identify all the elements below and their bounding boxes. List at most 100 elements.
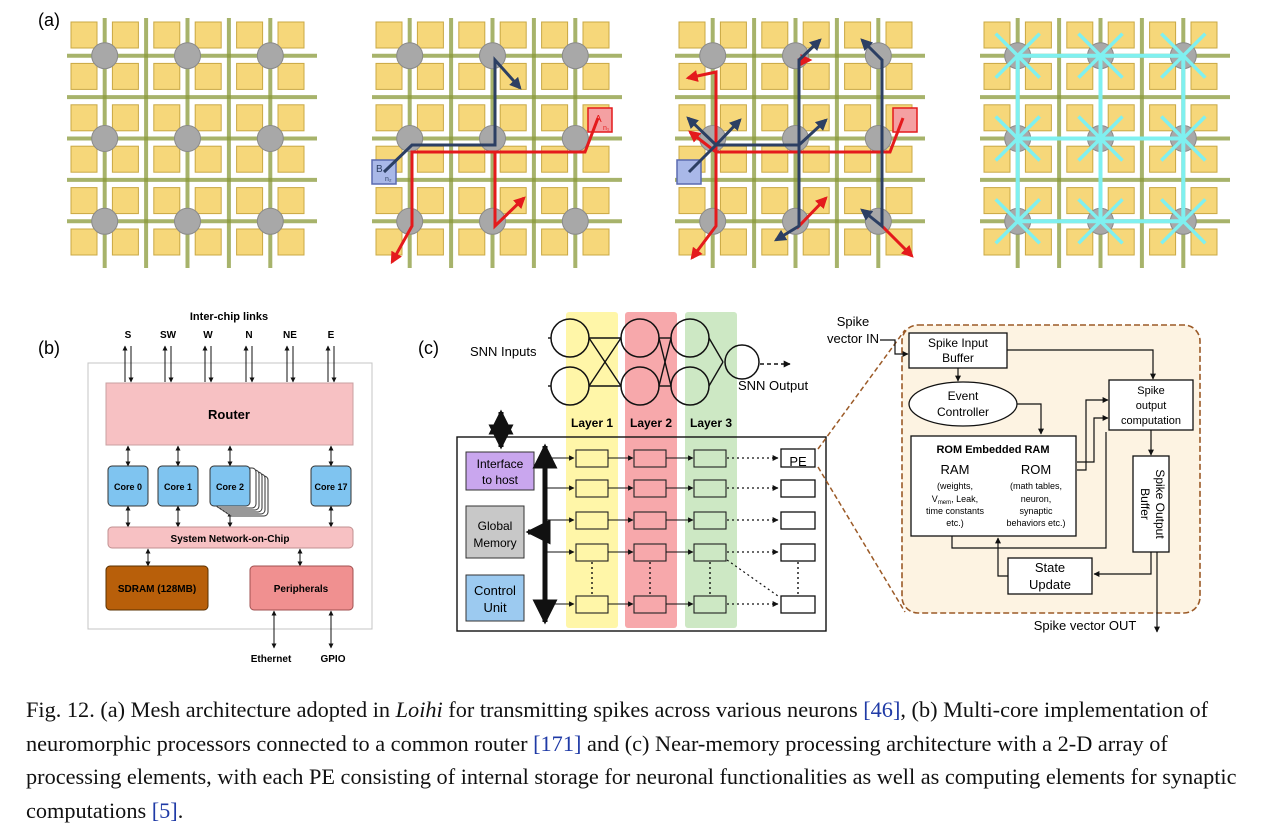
processing-tile [499, 145, 527, 173]
processing-tile [458, 62, 486, 90]
router-label: Router [208, 407, 250, 422]
rom-detail-3: synaptic [1019, 506, 1053, 516]
ram-detail-2: Vmem, Leak, [932, 494, 978, 506]
processing-tile [678, 187, 706, 215]
global-memory-label-1: Global [478, 519, 513, 533]
pe-cell [693, 449, 727, 468]
processing-tile [111, 187, 139, 215]
router-box [105, 382, 354, 446]
endpoint-a-tile [892, 107, 918, 133]
processing-tile [541, 104, 569, 132]
processing-tile [541, 62, 569, 90]
rom-detail-4: behaviors etc.) [1006, 518, 1065, 528]
router-node [782, 207, 809, 235]
processing-tile [153, 21, 181, 49]
ram-label: RAM [941, 462, 970, 477]
direction-label-sw: SW [160, 330, 177, 341]
router-node [91, 207, 119, 235]
spike-output-computation-box [1108, 379, 1194, 431]
red-multicast-path-2 [690, 152, 718, 260]
pe-output-cell [780, 448, 816, 468]
processing-tile [111, 62, 139, 90]
processing-tile [458, 228, 486, 256]
red-path-2 [493, 152, 526, 230]
processing-tile [70, 228, 98, 256]
broadcast-spoke [994, 198, 1041, 245]
processing-tile [802, 228, 830, 256]
core-1-label: Core 1 [164, 482, 192, 492]
processing-tile [761, 21, 789, 49]
processing-tile [678, 228, 706, 256]
router-node [174, 125, 201, 152]
ram-detail-3: time constants [926, 506, 985, 516]
router-node [864, 125, 892, 152]
navy-multicast-path-2 [714, 118, 742, 147]
pe-cell [693, 511, 727, 530]
pe-cell [633, 595, 667, 614]
figure-caption: Fig. 12. (a) Mesh architecture adopted i… [26, 693, 1266, 827]
pe-cell [575, 543, 609, 562]
router-node [91, 125, 119, 152]
processing-tile [416, 145, 444, 173]
ethernet-port-label: Ethernet [251, 654, 292, 665]
processing-tile [153, 145, 181, 173]
spike-output-buffer-label-1: Spike Output [1153, 469, 1167, 539]
processing-tile [885, 187, 913, 215]
spike-vector-out-label: Spike vector OUT [1034, 618, 1137, 633]
processing-tile [458, 187, 486, 215]
snn-neuron [620, 318, 660, 358]
processing-tile [499, 62, 527, 90]
citation-171[interactable]: [171] [533, 730, 582, 756]
pe-cell [575, 479, 609, 498]
panel-label-a: (a) [38, 10, 60, 30]
processing-tile [70, 104, 98, 132]
endpoint-b-sub: n₂ [385, 176, 392, 183]
processing-tile [194, 145, 222, 173]
mesh-grid-1 [67, 18, 317, 268]
broadcast-spoke [1077, 198, 1124, 245]
snn-inputs-label: SNN Inputs [470, 344, 537, 359]
noc-bar [107, 526, 354, 549]
router-node [699, 207, 727, 235]
ram-detail-4: etc.) [946, 518, 964, 528]
snn-neuron [724, 344, 760, 380]
broadcast-spoke [1077, 32, 1124, 79]
processing-tile [844, 145, 872, 173]
processing-tile [844, 62, 872, 90]
pe-cell [693, 595, 727, 614]
snn-neurons [550, 318, 760, 406]
processing-tile [541, 187, 569, 215]
endpoint-b-label: B [376, 164, 383, 175]
processing-tile [582, 21, 610, 49]
snn-synapse [708, 337, 724, 363]
router-node [479, 42, 506, 70]
core-0-box [107, 465, 149, 507]
processing-tile [719, 145, 747, 173]
control-unit-box [465, 574, 525, 622]
snn-neuron [620, 366, 660, 406]
processing-tile [678, 104, 706, 132]
layer-1-label: Layer 1 [571, 416, 613, 430]
citation-5[interactable]: [5] [151, 797, 178, 823]
caption-part-1: for transmitting spikes across various n… [442, 697, 864, 722]
processing-tile [277, 21, 305, 49]
near-memory-diagram: SNN Inputs SNN Output Layer 1 Layer 2 La… [456, 312, 1201, 633]
processing-tile [582, 187, 610, 215]
spike-output-computation-label-2: output [1136, 400, 1167, 412]
spike-vector-in-label-2: vector IN [827, 331, 879, 346]
processing-tile [761, 187, 789, 215]
direction-label-w: W [203, 330, 213, 341]
caption-prefix: Fig. 12. (a) Mesh architecture adopted i… [26, 697, 396, 722]
global-memory-box [465, 505, 525, 559]
core-0-label: Core 0 [114, 482, 142, 492]
spike-vector-in-label-1: Spike [837, 314, 870, 329]
processing-tile [277, 187, 305, 215]
processing-tile [236, 145, 264, 173]
citation-46[interactable]: [46] [863, 697, 901, 722]
spike-output-buffer-label-2: Buffer [1138, 488, 1152, 520]
processing-tile [499, 104, 527, 132]
caption-part-3: and (c) Near-memory processing architect… [26, 730, 1237, 823]
processing-tile [802, 62, 830, 90]
